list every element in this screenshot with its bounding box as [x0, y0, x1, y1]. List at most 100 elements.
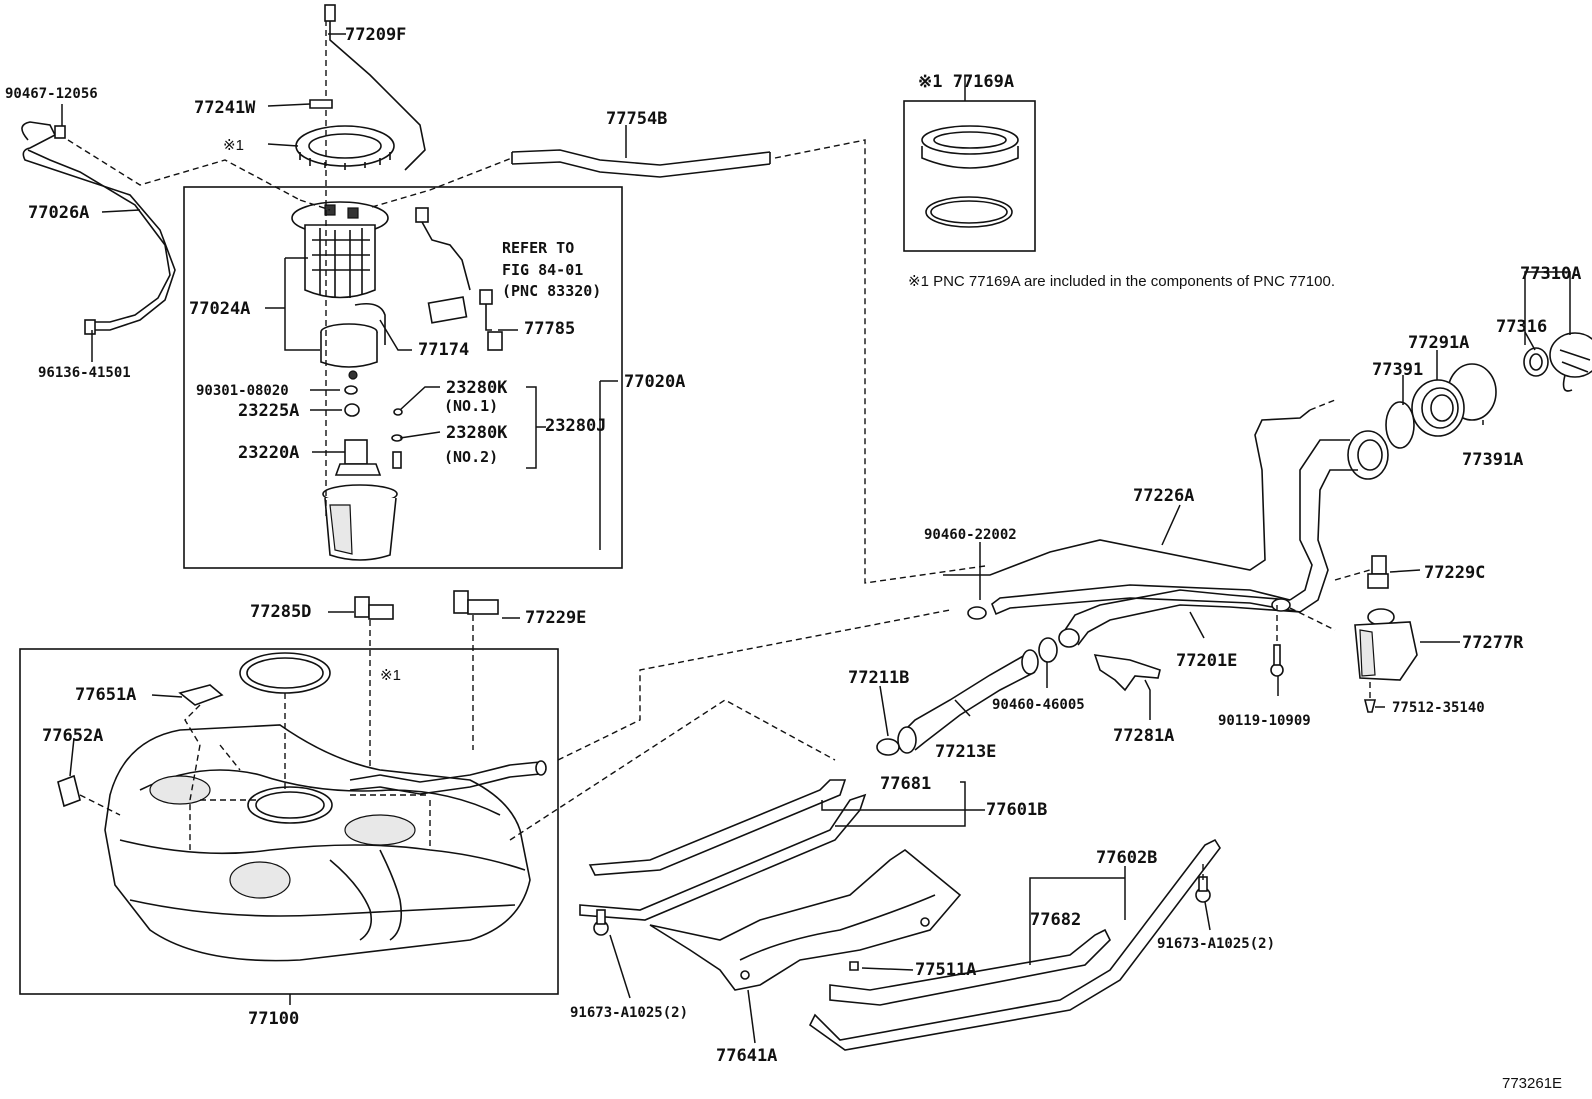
label-77391A: 77391A: [1462, 450, 1523, 470]
label-77024A: 77024A: [189, 299, 250, 319]
bolt-91673-right: [1195, 876, 1211, 903]
clamp-77229C: [1367, 555, 1389, 589]
lock-ring-part: [295, 125, 395, 170]
tank-outlet-hose: [349, 761, 541, 783]
filler-pipe-77201E: [991, 430, 1389, 648]
label-77277R: 77277R: [1462, 633, 1524, 653]
clip-77511A: [849, 961, 859, 971]
label-90460-22002: 90460-22002: [924, 527, 1017, 543]
fuel-tank-box: [19, 648, 559, 995]
label-77316: 77316: [1496, 317, 1547, 337]
label-77512-35140: 77512-35140: [1392, 700, 1485, 716]
refer-line-2: FIG 84-01: [502, 261, 583, 279]
vent-hose-77026A: [21, 121, 176, 331]
label-77651A: 77651A: [75, 685, 136, 705]
refer-line-1: REFER TO: [502, 239, 574, 257]
strap-77602B: [808, 838, 1221, 1051]
label-77754B: 77754B: [606, 109, 667, 129]
figure-id: 773261E: [1502, 1075, 1562, 1092]
label-77291A: 77291A: [1408, 333, 1469, 353]
fuel-line-77209F: [329, 8, 426, 171]
label-91673-A1025-left: 91673-A1025(2): [570, 1005, 688, 1021]
clamp-77211B: [876, 738, 900, 756]
label-90119-10909: 90119-10909: [1218, 713, 1311, 729]
hose-dashed-route: [774, 139, 986, 584]
label-77209F: 77209F: [345, 25, 406, 45]
label-90467-12056: 90467-12056: [5, 86, 98, 102]
bracket-77281A: [1093, 654, 1161, 692]
label-77391: 77391: [1372, 360, 1423, 380]
label-77641A: 77641A: [716, 1046, 777, 1066]
strap-77682: [829, 928, 1111, 1006]
clip-77241W: [309, 99, 333, 109]
label-77601B: 77601B: [986, 800, 1047, 820]
mark-star1-tank: ※1: [380, 667, 401, 684]
label-23280K-no1-note: (NO.1): [444, 397, 498, 415]
ring-77391: [1385, 401, 1415, 449]
retainer-77291A: [1411, 379, 1465, 437]
label-77201E: 77201E: [1176, 651, 1237, 671]
note-box: [903, 100, 1036, 252]
label-90301-08020: 90301-08020: [196, 383, 289, 399]
label-77281A: 77281A: [1113, 726, 1174, 746]
label-77785: 77785: [524, 319, 575, 339]
label-77602B: 77602B: [1096, 848, 1157, 868]
label-23220A: 23220A: [238, 443, 299, 463]
label-90460-46005: 90460-46005: [992, 697, 1085, 713]
label-23280K-no2: 23280K: [446, 423, 508, 443]
fuel-tank-77100: [104, 724, 531, 962]
label-77652A: 77652A: [42, 726, 103, 746]
pump-assembly-box: [183, 186, 623, 569]
small-pump-parts: [334, 385, 403, 476]
protector-77641A: [649, 849, 962, 991]
filler-cap-part: [1523, 332, 1592, 392]
clamp-90460-46005: [1038, 637, 1058, 663]
bolt-91673-left: [593, 909, 609, 936]
label-77681: 77681: [880, 774, 931, 794]
note-box-title: ※1 77169A: [918, 72, 1014, 92]
label-77213E: 77213E: [935, 742, 996, 762]
label-77285D: 77285D: [250, 602, 311, 622]
label-77229E: 77229E: [525, 608, 586, 628]
clip-77512: [1363, 699, 1377, 713]
label-77682: 77682: [1030, 910, 1081, 930]
mark-star1-pump: ※1: [223, 137, 244, 154]
hose-77213E: [897, 649, 1039, 754]
housing-77277R: [1354, 608, 1418, 681]
fuel-pump-module: [291, 201, 389, 299]
label-77026A: 77026A: [28, 203, 89, 223]
label-23280K-no1: 23280K: [446, 378, 508, 398]
clamp-90467: [54, 125, 66, 139]
strap-77681: [588, 779, 847, 876]
clamp-77285D: [354, 596, 394, 620]
label-23280J: 23280J: [545, 416, 606, 436]
label-77100: 77100: [248, 1009, 299, 1029]
label-77511A: 77511A: [915, 960, 976, 980]
sender-gauge-part: [415, 207, 503, 351]
label-77020A: 77020A: [624, 372, 685, 392]
clamp-90460-22002: [967, 606, 987, 620]
label-77229C: 77229C: [1424, 563, 1485, 583]
label-96136-41501: 96136-41501: [38, 365, 131, 381]
label-91673-A1025-right: 91673-A1025(2): [1157, 936, 1275, 952]
refer-line-3: (PNC 83320): [502, 282, 601, 300]
bolt-90119: [1270, 644, 1284, 677]
hose-77754B: [511, 149, 771, 178]
label-77241W: 77241W: [194, 98, 256, 118]
label-77310A: 77310A: [1520, 264, 1581, 284]
pump-bucket-part: [322, 484, 398, 561]
clamp-77229E: [453, 590, 499, 615]
label-77174: 77174: [418, 340, 469, 360]
clamp-96136: [84, 319, 96, 335]
label-23280K-no2-note: (NO.2): [444, 448, 498, 466]
label-23225A: 23225A: [238, 401, 299, 421]
label-77211B: 77211B: [848, 668, 909, 688]
fuel-line-connector: [324, 4, 336, 22]
footnote: ※1 PNC 77169A are included in the compon…: [908, 273, 1335, 290]
pad-77652A: [57, 774, 81, 808]
note-box-lock-ring: [921, 125, 1019, 228]
label-77226A: 77226A: [1133, 486, 1194, 506]
vent-dashed-line: [67, 139, 301, 201]
